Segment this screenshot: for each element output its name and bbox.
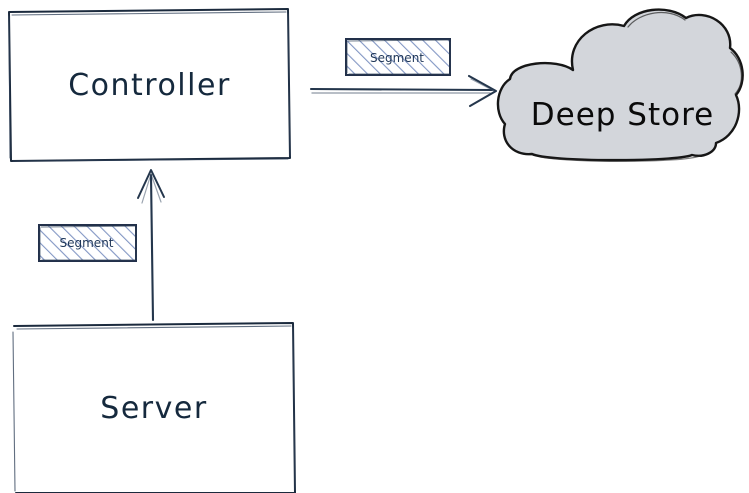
edge-up-arrowhead-sketch xyxy=(141,173,162,204)
edge-right-shaft xyxy=(309,87,494,92)
segment-top-hatched-box xyxy=(345,38,451,76)
edge-up-shaft xyxy=(149,173,155,322)
edge-label-segment-bottom[interactable] xyxy=(38,224,137,262)
node-controller[interactable] xyxy=(8,8,291,162)
edge-right-arrowhead-sketch xyxy=(470,78,495,92)
edge-right-arrowhead xyxy=(467,74,498,108)
server-box-sketch-overstroke xyxy=(12,325,296,492)
controller-box-sketch-overstroke xyxy=(8,11,291,162)
node-deep-store[interactable] xyxy=(496,8,744,162)
cloud-sketch-overstroke-a xyxy=(627,12,686,28)
segment-top-box-sketch-overstroke xyxy=(346,39,451,75)
controller-box-outline xyxy=(8,8,291,162)
cloud-sketch-overstroke-c xyxy=(539,155,701,162)
segment-bottom-hatched-box xyxy=(38,224,137,262)
edge-label-segment-top[interactable] xyxy=(345,38,451,76)
edge-up-arrowhead xyxy=(137,169,165,199)
server-box-outline xyxy=(13,322,296,493)
segment-bottom-box-sketch-overstroke xyxy=(39,225,137,261)
edge-controller-to-deep-store[interactable] xyxy=(309,74,498,108)
node-server[interactable] xyxy=(12,322,296,493)
cloud-sketch-overstroke-b xyxy=(730,51,742,95)
deep-store-cloud-outline xyxy=(496,8,744,162)
edge-server-to-controller[interactable] xyxy=(137,169,165,322)
